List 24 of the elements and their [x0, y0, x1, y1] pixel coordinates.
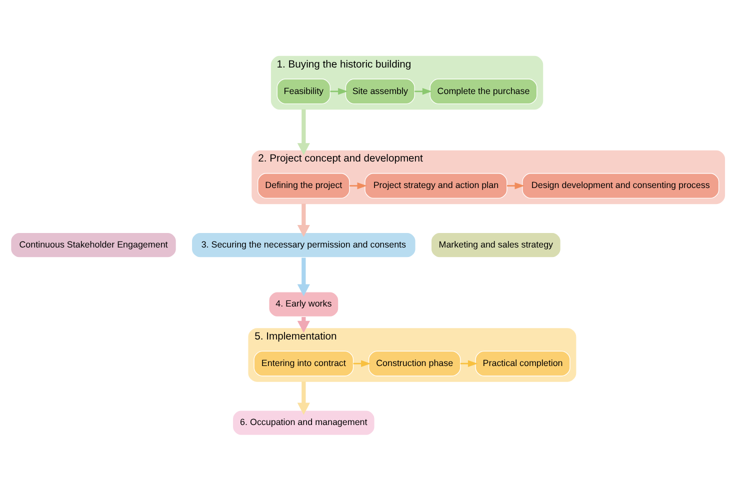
node-box: Marketing and sales strategy [430, 232, 562, 258]
arrow [297, 382, 310, 415]
arrow [297, 109, 310, 156]
arrow [297, 204, 310, 238]
node-box: 6. Occupation and management [232, 410, 375, 436]
arrow [353, 360, 371, 367]
node-box: Site assembly [345, 78, 415, 104]
node-box: Practical completion [475, 350, 570, 376]
node-box: Construction phase [368, 350, 461, 376]
node-box: 3. Securing the necessary permission and consents [191, 232, 416, 258]
node-box: Feasibility [276, 78, 331, 104]
arrow [460, 360, 478, 367]
node-box: Project strategy and action plan [364, 173, 508, 199]
arrow [350, 182, 367, 190]
node-box: Design development and consenting process [522, 173, 720, 199]
node-box: 4. Early works [268, 292, 339, 318]
arrow [414, 88, 432, 95]
arrow [507, 182, 524, 190]
node-box: Defining the project [258, 173, 350, 199]
node-box: Entering into contract [254, 350, 354, 376]
arrow [330, 88, 348, 95]
node-box: Continuous Stakeholder Engagement [10, 232, 177, 258]
arrow [297, 258, 310, 296]
node-box: Complete the purchase [430, 78, 538, 104]
